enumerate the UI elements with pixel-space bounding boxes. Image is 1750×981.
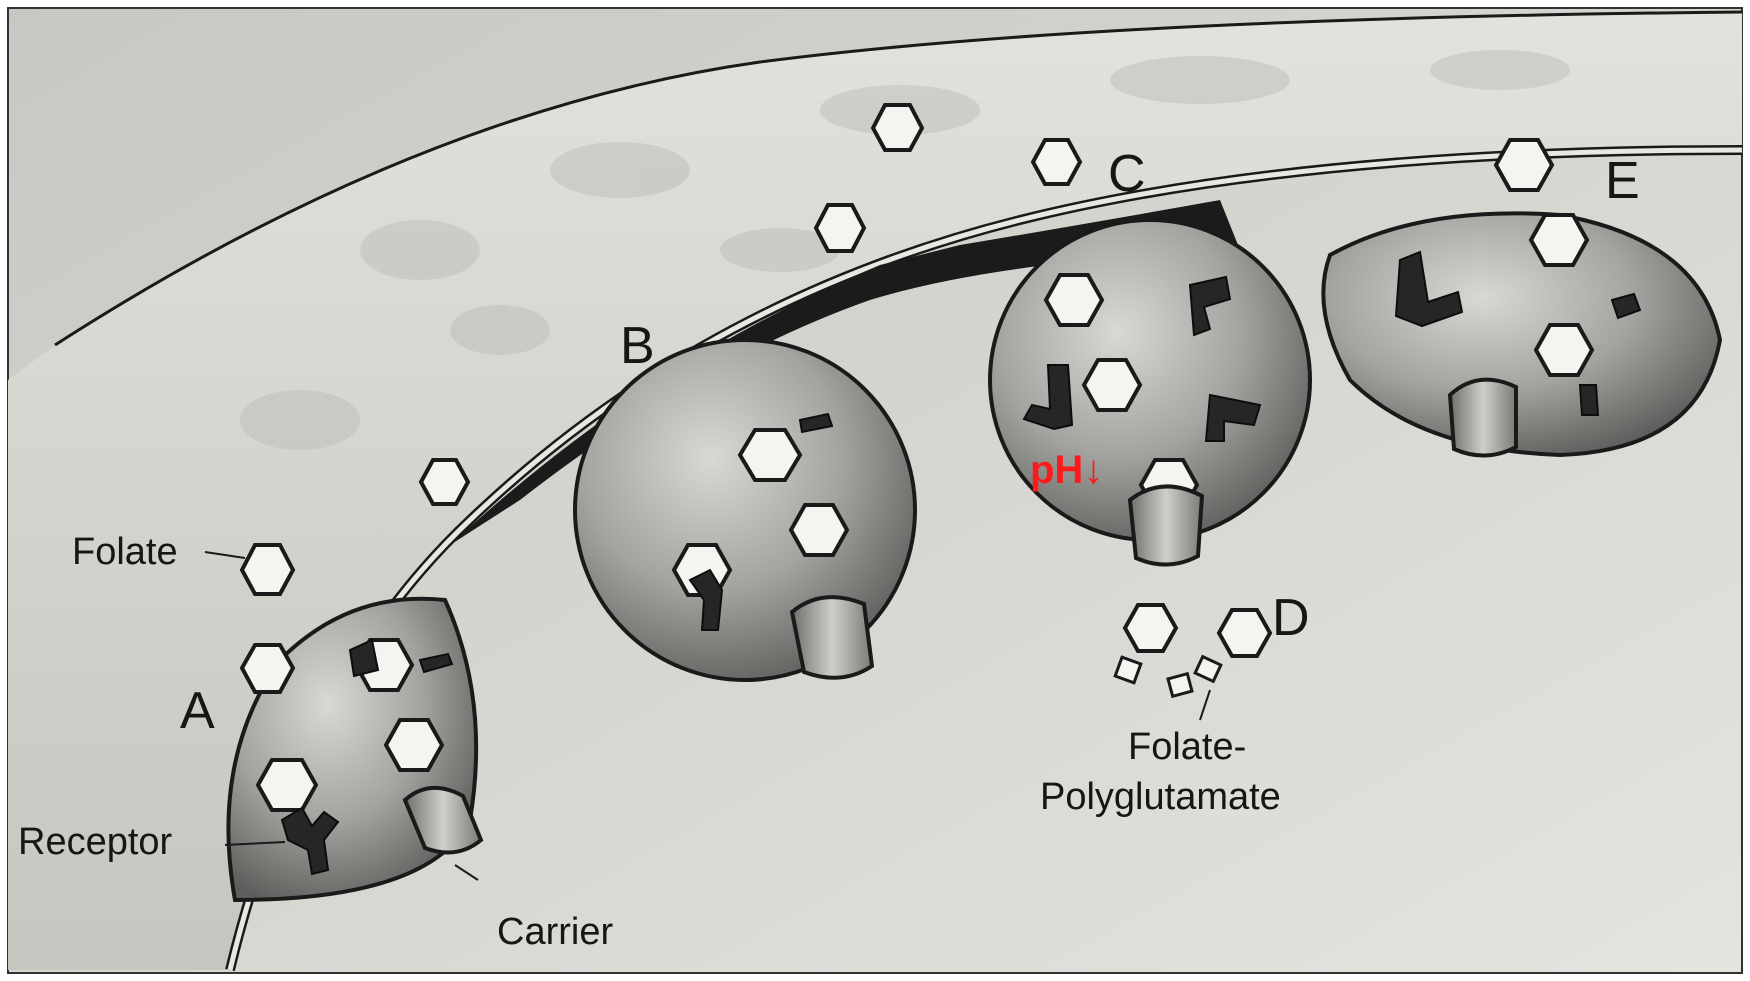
folate-icon <box>816 205 864 251</box>
folate-icon <box>242 645 293 692</box>
folate-icon <box>1531 215 1587 265</box>
folate-icon <box>873 105 922 150</box>
folate-icon <box>791 505 847 555</box>
label-folate: Folate <box>72 533 178 571</box>
folate-icon <box>1033 140 1080 184</box>
label-step-a: A <box>180 685 215 737</box>
folate-icon <box>740 430 800 480</box>
label-folate-polyglutamate-line1: Folate- <box>1128 728 1246 766</box>
folate-icon <box>386 720 442 770</box>
label-step-d: D <box>1272 592 1310 644</box>
label-step-e: E <box>1605 155 1640 207</box>
label-folate-polyglutamate-line2: Polyglutamate <box>1040 778 1281 816</box>
label-step-b: B <box>620 320 655 372</box>
label-carrier: Carrier <box>497 913 613 951</box>
label-step-c: C <box>1108 148 1146 200</box>
folate-icon <box>1219 610 1270 656</box>
carrier-icon <box>1450 380 1516 456</box>
folate-icon <box>1084 360 1140 410</box>
folate-icon <box>1496 140 1552 190</box>
carrier-icon <box>792 597 872 678</box>
folate-icon <box>1536 325 1592 375</box>
folate-icon <box>242 545 293 594</box>
receptor-icon <box>1580 385 1598 415</box>
label-ph-drop: pH↓ <box>1030 450 1103 490</box>
folate-icon <box>1125 605 1176 651</box>
folate-icon <box>421 460 468 504</box>
folate-icon <box>258 760 316 810</box>
carrier-icon <box>1130 486 1202 564</box>
folate-icon <box>1046 275 1102 325</box>
label-receptor: Receptor <box>18 823 172 861</box>
